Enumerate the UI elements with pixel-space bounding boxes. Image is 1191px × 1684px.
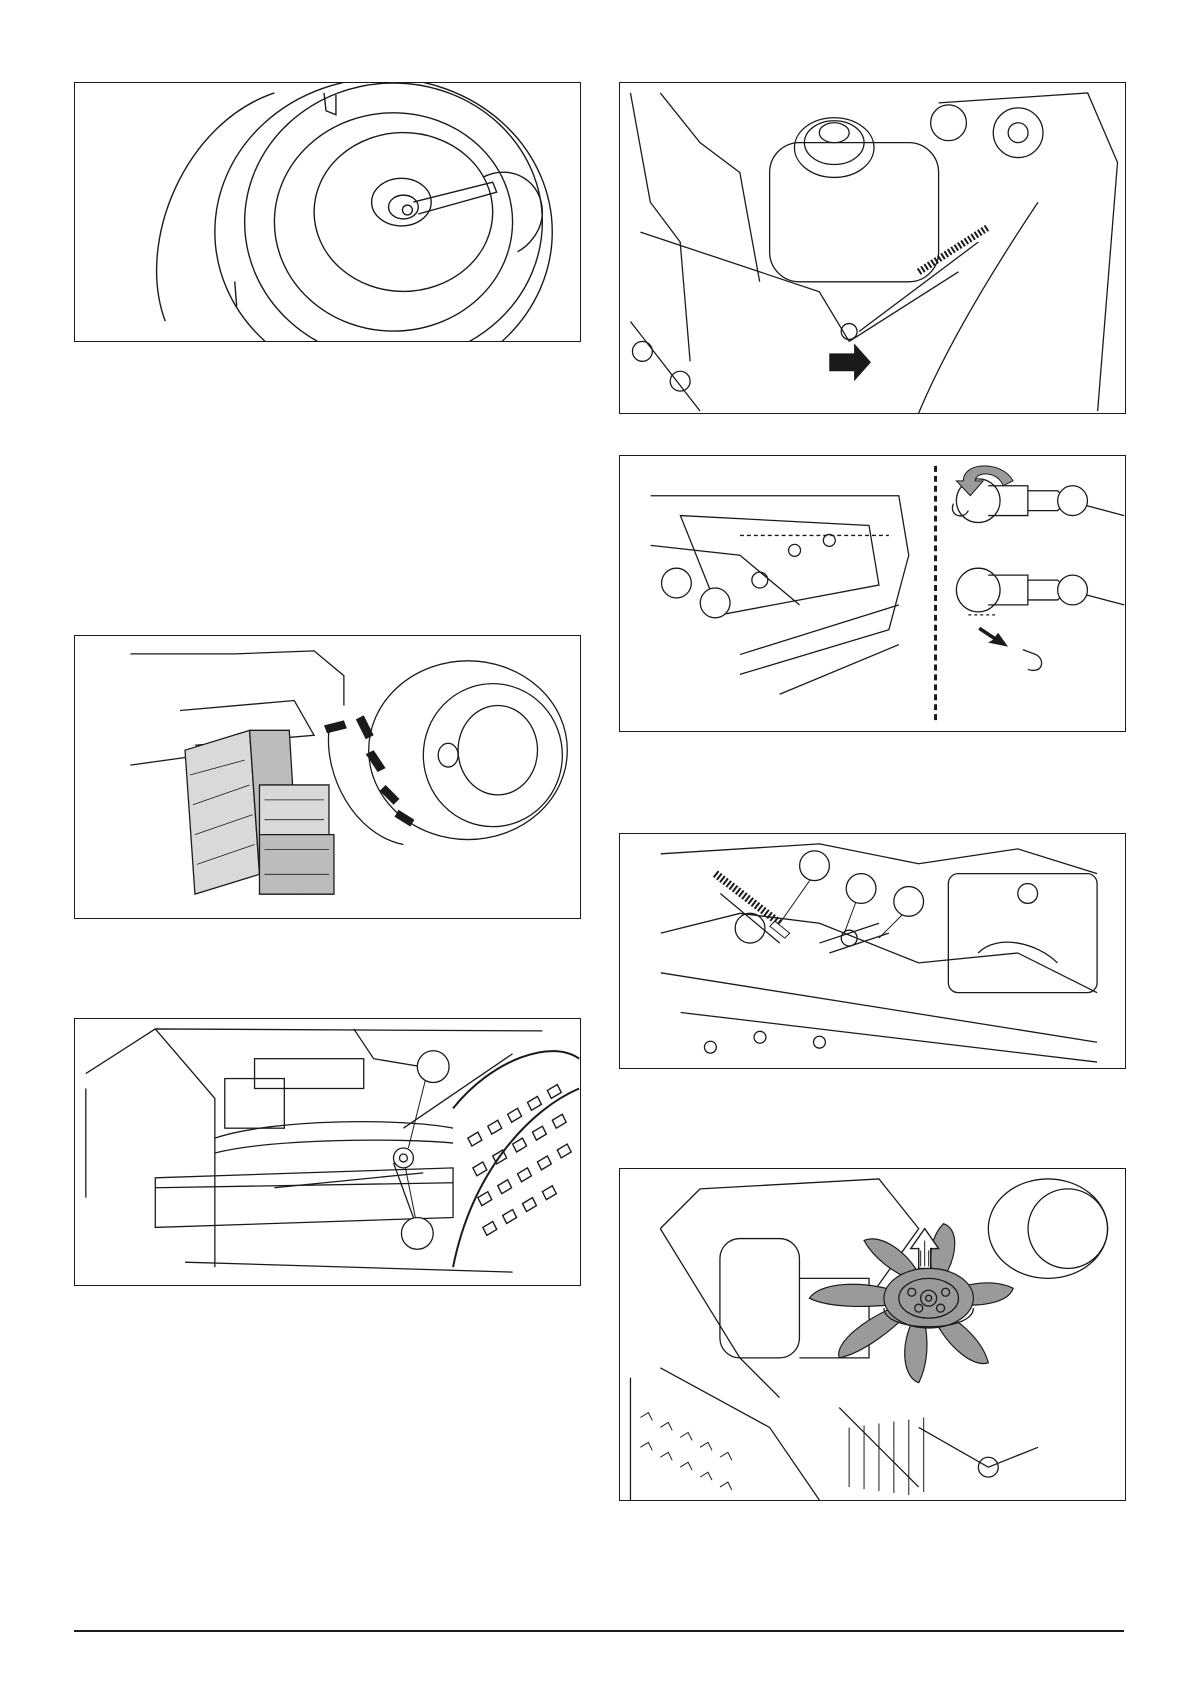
callout-circle	[1058, 486, 1088, 516]
wood-block	[259, 785, 329, 835]
figure-fan-removal	[619, 1168, 1126, 1501]
callout-circle	[800, 851, 830, 881]
fan-removal-illustration	[620, 1169, 1125, 1500]
figure-cable-clip	[619, 455, 1126, 732]
cable-clip-illustration	[620, 456, 1125, 731]
callout-circle	[662, 568, 692, 598]
footer-rule	[74, 1630, 1124, 1632]
callout-circle	[401, 1218, 433, 1250]
rotation-arrow-icon	[956, 466, 1013, 496]
wood-block	[185, 730, 259, 894]
direction-arrow-icon	[829, 343, 871, 381]
figure-spring-linkage	[619, 833, 1126, 1069]
callout-circle	[846, 874, 876, 904]
spring-linkage-illustration	[620, 834, 1125, 1068]
figure-engine-spring	[619, 82, 1126, 414]
callout-circle	[700, 588, 730, 618]
pull-arrow-icon	[978, 627, 1008, 647]
callout-circle	[894, 887, 924, 917]
figure-wood-blocks	[74, 635, 581, 919]
wood-block	[259, 835, 333, 895]
callout-circle	[417, 1051, 449, 1083]
callout-circle	[1058, 575, 1088, 605]
figure-belt-cable	[74, 1018, 581, 1286]
engine-spring-illustration	[620, 83, 1125, 413]
wheel-hub-illustration	[75, 83, 580, 341]
wood-blocks-illustration	[75, 636, 580, 918]
belt-cable-illustration	[75, 1019, 580, 1285]
fan-hub	[884, 1268, 973, 1328]
figure-wheel-hub	[74, 82, 581, 342]
